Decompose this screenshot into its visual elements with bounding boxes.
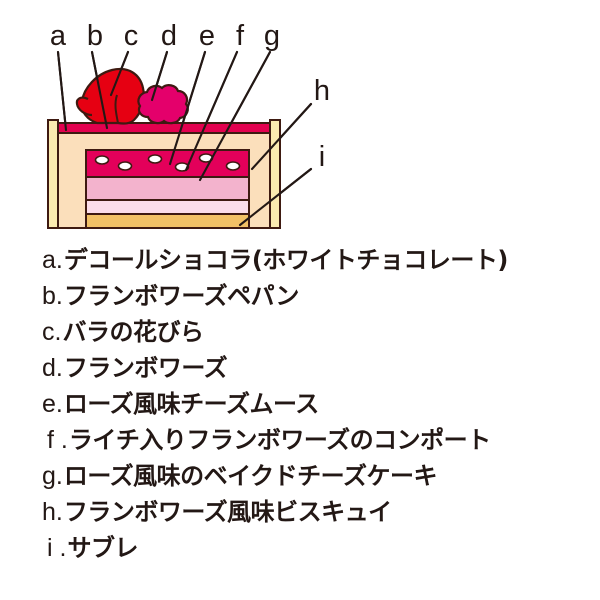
lychee-piece (174, 162, 190, 172)
cake-cross-section-diagram: a b c d e f g h i (0, 0, 600, 240)
legend-key: e. (42, 390, 63, 418)
list-item: e. ローズ風味チーズムース (0, 384, 600, 420)
list-item: g. ローズ風味のベイクドチーズケーキ (0, 456, 600, 492)
legend-key: f . (47, 426, 68, 454)
callout-letter-g: g (264, 20, 280, 52)
leader-line-f-overlay (184, 50, 239, 172)
decor-chocolate-left (47, 119, 59, 229)
leader-line-d-overlay (150, 50, 169, 102)
mousse-layer (85, 176, 250, 201)
legend-text: バラの花びら (62, 318, 204, 346)
cake-artwork (47, 67, 281, 229)
compote-layer (85, 149, 250, 178)
leader-line-g-overlay (198, 50, 272, 182)
raspberry-shape (137, 84, 189, 125)
ingredient-legend-list: a. デコールショコラ(ホワイトチョコレート) b. フランボワーズペパン c.… (0, 240, 600, 564)
list-item: f . ライチ入りフランボワーズのコンポート (0, 420, 600, 456)
list-item: d. フランボワーズ (0, 348, 600, 384)
list-item: a. デコールショコラ(ホワイトチョコレート) (0, 240, 600, 276)
legend-text: フランボワーズペパン (63, 282, 300, 310)
legend-text: ライチ入りフランボワーズのコンポート (68, 426, 491, 454)
list-item: h. フランボワーズ風味ビスキュイ (0, 492, 600, 528)
lychee-piece (147, 154, 163, 164)
rose-petal-side-lobe (75, 96, 93, 117)
legend-text: デコールショコラ(ホワイトチョコレート) (63, 246, 508, 274)
legend-key: d. (42, 354, 63, 382)
legend-text: ローズ風味のベイクドチーズケーキ (63, 462, 438, 490)
legend-key: g. (42, 462, 63, 490)
leader-line-h-overlay (250, 102, 313, 171)
legend-key: a. (42, 246, 63, 274)
leader-line-i-overlay (238, 167, 313, 227)
sable-layer (85, 213, 250, 229)
lychee-pieces (94, 153, 241, 172)
callout-letter-d: d (161, 20, 177, 52)
leader-lines-overlay (56, 50, 313, 227)
legend-key: h. (42, 498, 63, 526)
leader-line-c-overlay (109, 50, 130, 97)
callout-letters: a b c d e f g h i (50, 20, 330, 173)
decor-chocolate-right (269, 119, 281, 229)
leader-line-a-overlay (56, 50, 68, 132)
pepin-stripe (54, 122, 281, 134)
callout-letter-c: c (124, 20, 139, 52)
legend-key: b. (42, 282, 63, 310)
legend-key: i . (47, 534, 67, 562)
leader-line-b-overlay (90, 50, 109, 130)
callout-letter-a: a (50, 20, 67, 52)
callout-letter-h: h (314, 75, 330, 107)
legend-text: フランボワーズ (63, 354, 228, 382)
list-item: b. フランボワーズペパン (0, 276, 600, 312)
legend-text: フランボワーズ風味ビスキュイ (63, 498, 392, 526)
diagram-svg: a b c d e f g h i (47, 20, 330, 229)
leader-line-e-overlay (168, 50, 207, 166)
callout-letter-b: b (87, 20, 103, 52)
list-item: i . サブレ (0, 528, 600, 564)
callout-letter-e: e (199, 20, 215, 52)
legend-key: c. (42, 318, 62, 346)
callout-letter-f: f (236, 20, 245, 52)
lychee-piece (94, 155, 110, 165)
callout-letter-i: i (319, 141, 325, 173)
baked-cheesecake-layer (85, 199, 250, 215)
lychee-piece (117, 161, 133, 171)
legend-text: ローズ風味チーズムース (63, 390, 319, 418)
rose-petal-crease (114, 94, 119, 124)
lychee-piece (225, 161, 241, 171)
legend-text: サブレ (67, 534, 138, 562)
list-item: c. バラの花びら (0, 312, 600, 348)
